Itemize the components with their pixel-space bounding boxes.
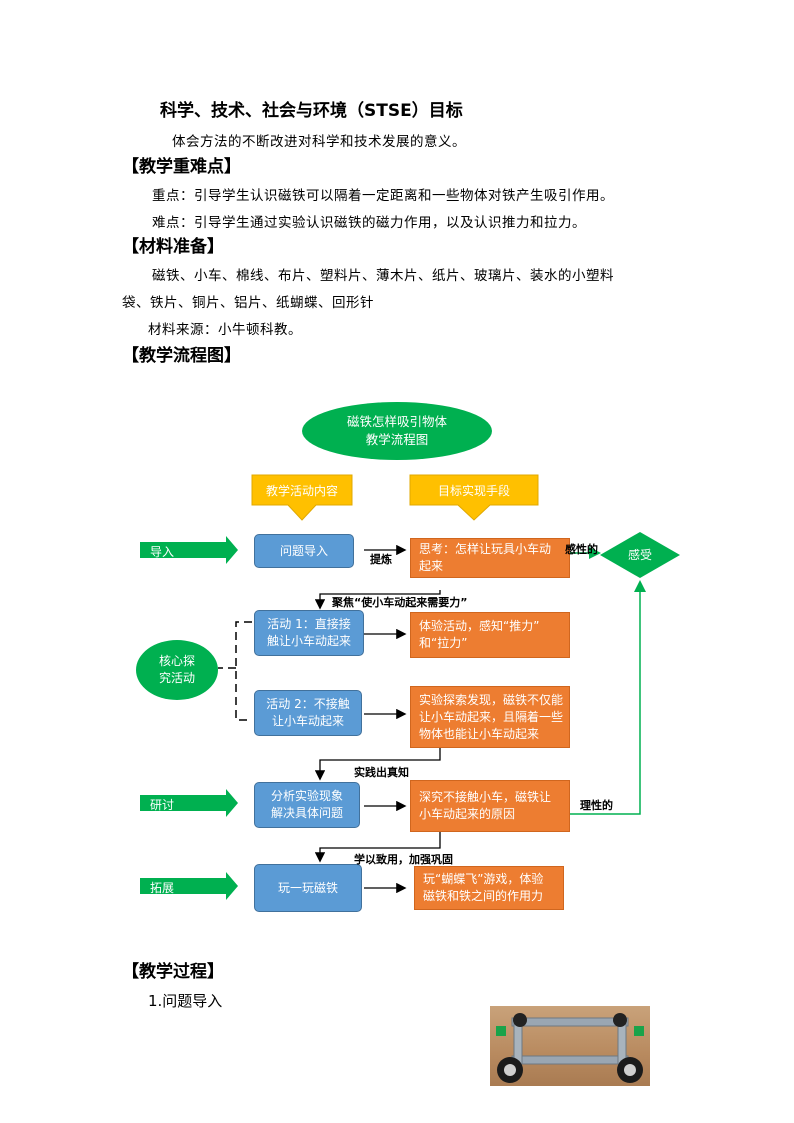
stage-core-line2: 究活动 [158,671,195,685]
stage-discuss-label: 研讨 [150,798,175,812]
stage-extend-label: 拓展 [150,881,175,895]
act-analyze-box: 分析实验现象 解决具体问题 [254,782,360,828]
goal-find-line3: 物体也能让小车动起来 [419,726,540,741]
feel-label: 感受 [627,547,652,562]
goal-find-box: 实验探索发现，磁铁不仅能 让小车动起来，且隔着一些 物体也能让小车动起来 [410,686,570,748]
toy-car-photo [490,1006,650,1086]
label-rational: 理性的 [580,799,613,812]
goal-think-box: 思考：怎样让玩具小车动 起来 [410,538,570,578]
stage-extend-arrow [140,872,238,900]
act2-line1: 活动 2：不接触 [266,697,350,711]
act2-box: 活动 2：不接触 让小车动起来 [254,690,362,736]
goal-research-box: 深究不接触小车，磁铁让 小车动起来的原因 [410,780,570,832]
act2-line2: 让小车动起来 [271,714,344,728]
label-apply: 学以致用，加强巩固 [354,853,453,866]
flowchart-heading: 【教学流程图】 [122,346,241,366]
label-refine: 提炼 [370,553,392,566]
goal-exp-line2: 和“拉力” [419,636,468,650]
label-focus: 聚焦“使小车动起来需要力” [332,596,468,609]
materials-source: 材料来源：小牛顿科教。 [148,322,302,338]
act-play-box: 玩一玩磁铁 [254,864,362,912]
act1-line1: 活动 1：直接接 [267,617,351,631]
col-left-arrow-shape [251,474,353,521]
hard-point: 难点：引导学生通过实验认识磁铁的磁力作用，以及认识推力和拉力。 [152,215,586,231]
stage-core-oval: 核心探 究活动 [136,640,218,700]
goal-game-line2: 磁铁和铁之间的作用力 [423,889,544,903]
goal-research-line2: 小车动起来的原因 [419,807,516,821]
feel-diamond: 感受 [598,530,682,580]
process-heading: 【教学过程】 [122,962,224,982]
flowchart-title-oval: 磁铁怎样吸引物体 教学流程图 [302,402,492,460]
col-left-label: 教学活动内容 [265,484,338,498]
goal-research-line1: 深究不接触小车，磁铁让 [419,790,552,804]
materials-line1: 磁铁、小车、棉线、布片、塑料片、薄木片、纸片、玻璃片、装水的小塑料 [152,268,614,284]
label-practice: 实践出真知 [354,766,409,779]
col-right-arrow-shape [409,474,539,521]
process-step1: 1.问题导入 [148,992,223,1010]
goal-think-line2: 起来 [419,559,444,573]
act-intro-text: 问题导入 [279,543,328,558]
act-intro-box: 问题导入 [254,534,354,568]
key-point: 重点：引导学生认识磁铁可以隔着一定距离和一些物体对铁产生吸引作用。 [152,188,614,204]
act1-box: 活动 1：直接接 触让小车动起来 [254,610,364,656]
act-play-text: 玩一玩磁铁 [277,880,338,895]
stse-intro: 体会方法的不断改进对科学和技术发展的意义。 [172,134,466,150]
stage-intro-arrow [140,536,238,564]
flowchart-title-line1: 磁铁怎样吸引物体 [346,414,447,429]
stage-discuss-arrow [140,789,238,817]
stse-title: 科学、技术、社会与环境（STSE）目标 [160,101,463,121]
difficulty-heading: 【教学重难点】 [122,157,241,177]
stage-intro-label: 导入 [150,545,175,559]
goal-exp-box: 体验活动，感知“推力” 和“拉力” [410,612,570,658]
materials-heading: 【材料准备】 [122,237,224,257]
goal-think-line1: 思考：怎样让玩具小车动 [419,542,552,556]
flowchart-title-line2: 教学流程图 [365,432,429,447]
materials-line2: 袋、铁片、铜片、铝片、纸蝴蝶、回形针 [122,295,374,311]
goal-find-line1: 实验探索发现，磁铁不仅能 [419,692,564,707]
col-right-label: 目标实现手段 [437,484,510,498]
goal-find-line2: 让小车动起来，且隔着一些 [419,709,564,724]
label-perceptual: 感性的 [565,543,598,556]
act-analyze-line2: 解决具体问题 [270,806,343,820]
goal-game-box: 玩“蝴蝶飞”游戏，体验 磁铁和铁之间的作用力 [414,866,564,910]
act-analyze-line1: 分析实验现象 [270,789,343,803]
act1-line2: 触让小车动起来 [266,634,351,648]
stage-core-line1: 核心探 [158,654,195,668]
goal-game-line1: 玩“蝴蝶飞”游戏，体验 [423,872,544,886]
goal-exp-line1: 体验活动，感知“推力” [419,619,540,633]
